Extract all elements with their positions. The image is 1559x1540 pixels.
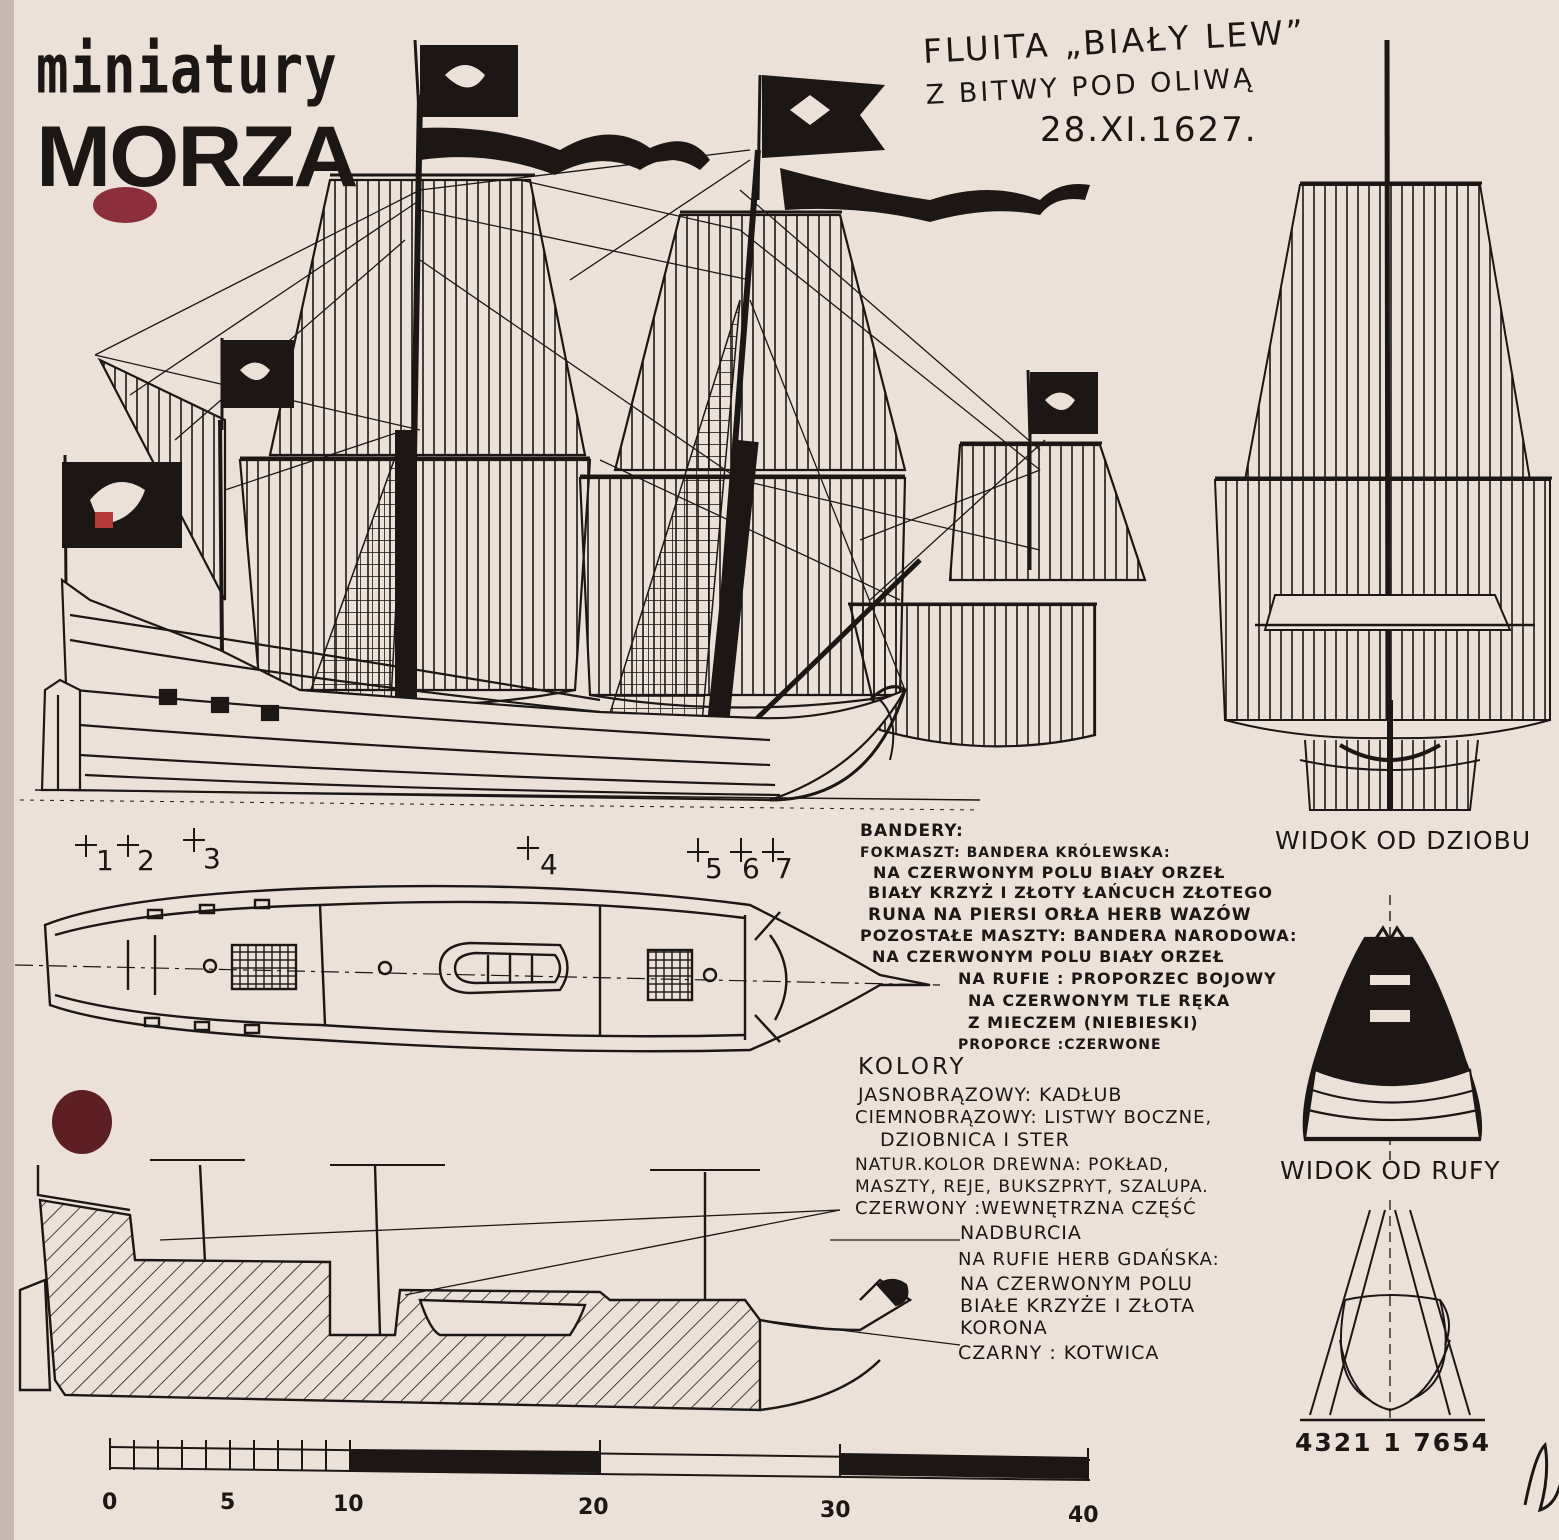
colors-line-2: CIEMNOBRĄZOWY: LISTWY BOCZNE, bbox=[855, 1107, 1213, 1128]
colors-line-9: NA CZERWONYM POLU bbox=[960, 1273, 1193, 1295]
section-numbers: 4321 1 7654 bbox=[1295, 1428, 1491, 1457]
scale-bar bbox=[109, 1438, 1091, 1481]
flags-heading: BANDERY: bbox=[860, 821, 964, 841]
bow-view bbox=[1213, 39, 1552, 811]
marker-7: 7 bbox=[775, 852, 793, 885]
flags-line-3: BIAŁY KRZYŻ I ZŁOTY ŁAŃCUCH ZŁOTEGO bbox=[868, 883, 1274, 902]
scale-label-20: 20 bbox=[578, 1495, 609, 1520]
fore-mast-pennant bbox=[780, 168, 1090, 222]
paper-edge bbox=[0, 0, 14, 1540]
marker-5: 5 bbox=[705, 852, 723, 885]
stern-view bbox=[1302, 895, 1483, 1160]
marker-2: 2 bbox=[137, 844, 155, 877]
flags-line-2: NA CZERWONYM POLU BIAŁY ORZEŁ bbox=[873, 863, 1226, 882]
colors-line-7: NADBURCIA bbox=[960, 1222, 1082, 1244]
flags-line-6: NA CZERWONYM POLU BIAŁY ORZEŁ bbox=[872, 947, 1225, 966]
main-mast-pennant bbox=[420, 127, 710, 175]
colors-line-8: NA RUFIE HERB GDAŃSKA: bbox=[958, 1249, 1220, 1270]
logo-line-2: MORZA bbox=[36, 109, 359, 205]
marker-3: 3 bbox=[203, 842, 221, 875]
marker-1: 1 bbox=[96, 844, 114, 877]
bow-view-label: WIDOK OD DZIOBU bbox=[1275, 826, 1532, 855]
flags-line-5: POZOSTAŁE MASZTY: BANDERA NARODOWA: bbox=[860, 926, 1298, 945]
colors-line-10: BIAŁE KRZYŻE I ZŁOTA bbox=[960, 1295, 1196, 1317]
colors-line-5: MASZTY, REJE, BUKSZPRYT, SZALUPA. bbox=[855, 1177, 1209, 1197]
flags bbox=[62, 45, 1098, 548]
flags-line-9: Z MIECZEM (NIEBIESKI) bbox=[968, 1013, 1199, 1032]
body-plan bbox=[1300, 1200, 1485, 1422]
scale-label-40: 40 bbox=[1068, 1503, 1099, 1528]
flags-line-1: FOKMASZT: BANDERA KRÓLEWSKA: bbox=[860, 845, 1171, 861]
section-view bbox=[18, 1159, 961, 1412]
colors-line-12: CZARNY : KOTWICA bbox=[958, 1342, 1160, 1364]
deck-plan bbox=[14, 884, 941, 1053]
flags-line-4: RUNA NA PIERSI ORŁA HERB WAZÓW bbox=[868, 905, 1252, 925]
flags-line-10: PROPORCE :CZERWONE bbox=[958, 1037, 1162, 1053]
scale-label-5: 5 bbox=[220, 1490, 236, 1515]
logo-line-1: miniatury bbox=[36, 30, 338, 109]
scale-label-10: 10 bbox=[333, 1492, 364, 1517]
ink-stain bbox=[52, 1090, 112, 1154]
flags-line-7: NA RUFIE : PROPORZEC BOJOWY bbox=[958, 969, 1277, 988]
signature-mark bbox=[1523, 1441, 1559, 1513]
station-markers bbox=[75, 828, 784, 862]
marker-4: 4 bbox=[540, 848, 558, 881]
colors-line-6: CZERWONY :WEWNĘTRZNA CZĘŚĆ bbox=[855, 1198, 1197, 1219]
colors-line-4: NATUR.KOLOR DREWNA: POKŁAD, bbox=[855, 1155, 1170, 1175]
colors-line-1: JASNOBRĄZOWY: KADŁUB bbox=[858, 1084, 1123, 1106]
fore-mast-flag bbox=[762, 75, 885, 158]
flags-line-8: NA CZERWONYM TLE RĘKA bbox=[968, 991, 1231, 1010]
scale-label-0: 0 bbox=[102, 1490, 118, 1515]
plan-date: 28.XI.1627. bbox=[1040, 110, 1258, 150]
stern-view-label: WIDOK OD RUFY bbox=[1280, 1156, 1501, 1185]
colors-line-11: KORONA bbox=[960, 1317, 1048, 1339]
marker-6: 6 bbox=[742, 852, 760, 885]
scale-label-30: 30 bbox=[820, 1498, 851, 1523]
colors-line-3: DZIOBNICA I STER bbox=[880, 1129, 1070, 1151]
colors-heading: KOLORY bbox=[858, 1054, 967, 1080]
logo-emblem bbox=[93, 187, 157, 223]
side-view bbox=[19, 39, 1147, 811]
